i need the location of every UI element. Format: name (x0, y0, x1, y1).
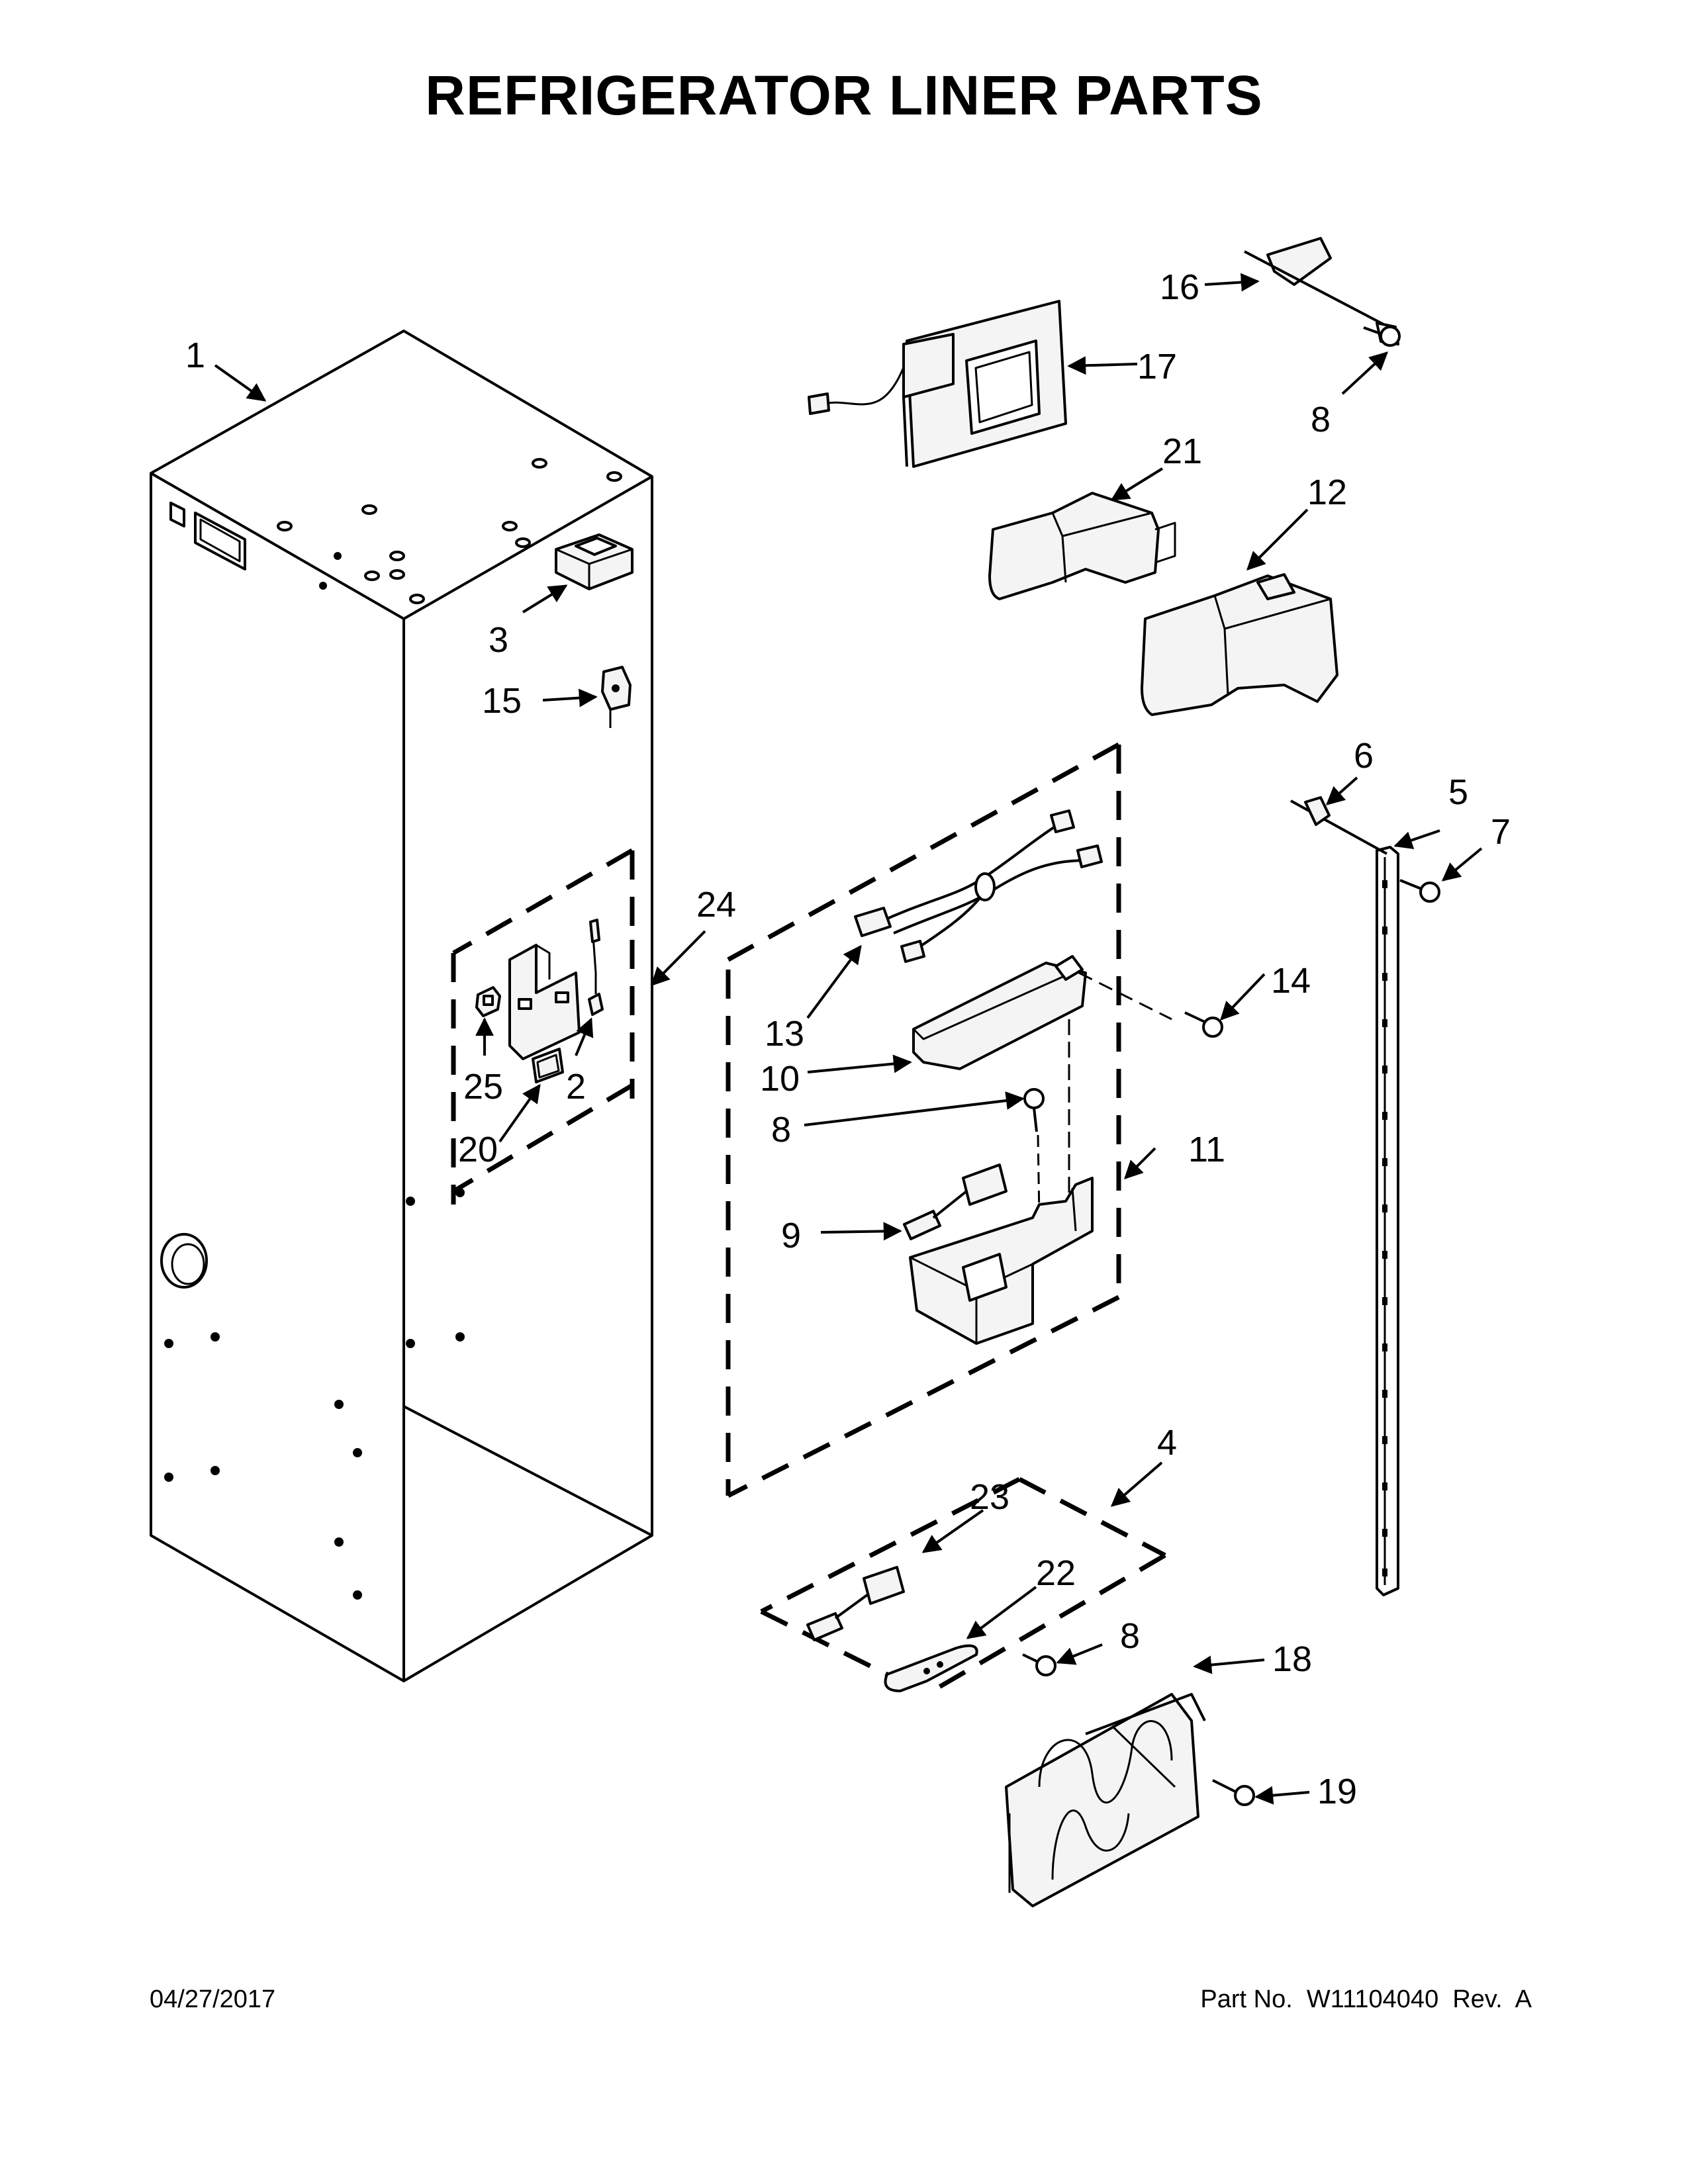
screw-19 (1212, 1779, 1255, 1806)
callout-18: 18 (1272, 1639, 1312, 1679)
callout-15: 15 (482, 681, 522, 721)
callout-numbers: 1 3 15 24 25 2 20 16 17 8 21 12 13 10 8 … (185, 267, 1511, 1811)
part-24-bracket (508, 944, 581, 1060)
part-10-bracket (912, 955, 1172, 1231)
callout-25: 25 (463, 1067, 503, 1107)
part-18-heater (1005, 1693, 1206, 1907)
callout-16: 16 (1160, 267, 1199, 307)
callout-10: 10 (760, 1059, 800, 1099)
part-11-housing (909, 1177, 1094, 1345)
part-15-switch (601, 666, 632, 728)
footer-date: 04/27/2017 (150, 1985, 276, 2013)
part-12-cover (1141, 573, 1338, 716)
part-17-module (808, 300, 1067, 468)
callout-1: 1 (185, 336, 205, 375)
part-21-cover (988, 492, 1176, 600)
callout-9: 9 (781, 1216, 801, 1255)
callout-5: 5 (1448, 772, 1468, 812)
leader-lines (214, 273, 1483, 1805)
part-16-clip (1244, 237, 1384, 326)
cabinet-side-holes (164, 1188, 465, 1600)
callout-21: 21 (1162, 432, 1202, 471)
callout-3: 3 (489, 620, 508, 660)
part-13-harness (854, 809, 1103, 963)
part-24-kit-frame (451, 848, 635, 1205)
callout-13: 13 (765, 1014, 804, 1054)
part-6-clip (1290, 796, 1387, 855)
callout-19: 19 (1317, 1772, 1357, 1811)
cabinet-top-holes (277, 458, 622, 604)
callout-17: 17 (1137, 347, 1177, 387)
part-23-sensor (806, 1566, 905, 1641)
callout-24: 24 (696, 885, 736, 925)
part-2-switch (588, 919, 604, 1016)
part-3-bracket (555, 533, 633, 590)
part-5-rail (1376, 846, 1399, 1596)
callout-7: 7 (1491, 812, 1511, 852)
callout-2: 2 (566, 1067, 586, 1107)
part-22-cover (884, 1644, 978, 1692)
callout-8-bottom: 8 (1120, 1616, 1140, 1656)
callout-4: 4 (1157, 1423, 1177, 1463)
screw-8-bottom (1022, 1653, 1056, 1676)
part-20-pad (532, 1048, 564, 1083)
rail-slots (1382, 880, 1387, 1576)
cabinet-vent-opening (169, 502, 246, 570)
cabinet-grommet (160, 1233, 208, 1289)
screw-14 (1184, 1011, 1223, 1038)
callout-20: 20 (458, 1130, 498, 1169)
footer-part-number: Part No. W11104040 Rev. A (1200, 1985, 1532, 2013)
screw-8-middle (1023, 1088, 1045, 1218)
callout-22: 22 (1036, 1553, 1076, 1593)
page-title: REFRIGERATOR LINER PARTS (425, 64, 1263, 126)
callout-8-top: 8 (1311, 400, 1331, 439)
screw-8-top (1363, 322, 1401, 347)
part-9-sensor (903, 1163, 1008, 1240)
callout-14: 14 (1271, 961, 1311, 1001)
callout-23: 23 (970, 1477, 1009, 1517)
liner-cabinet (150, 330, 653, 1682)
housing-kit-frame (726, 742, 1121, 1498)
callout-12: 12 (1307, 473, 1347, 512)
callout-6: 6 (1354, 736, 1374, 776)
callout-8-middle: 8 (771, 1110, 791, 1150)
part-25-clip (475, 986, 501, 1017)
callout-11: 11 (1188, 1130, 1225, 1169)
screw-7 (1399, 879, 1440, 903)
